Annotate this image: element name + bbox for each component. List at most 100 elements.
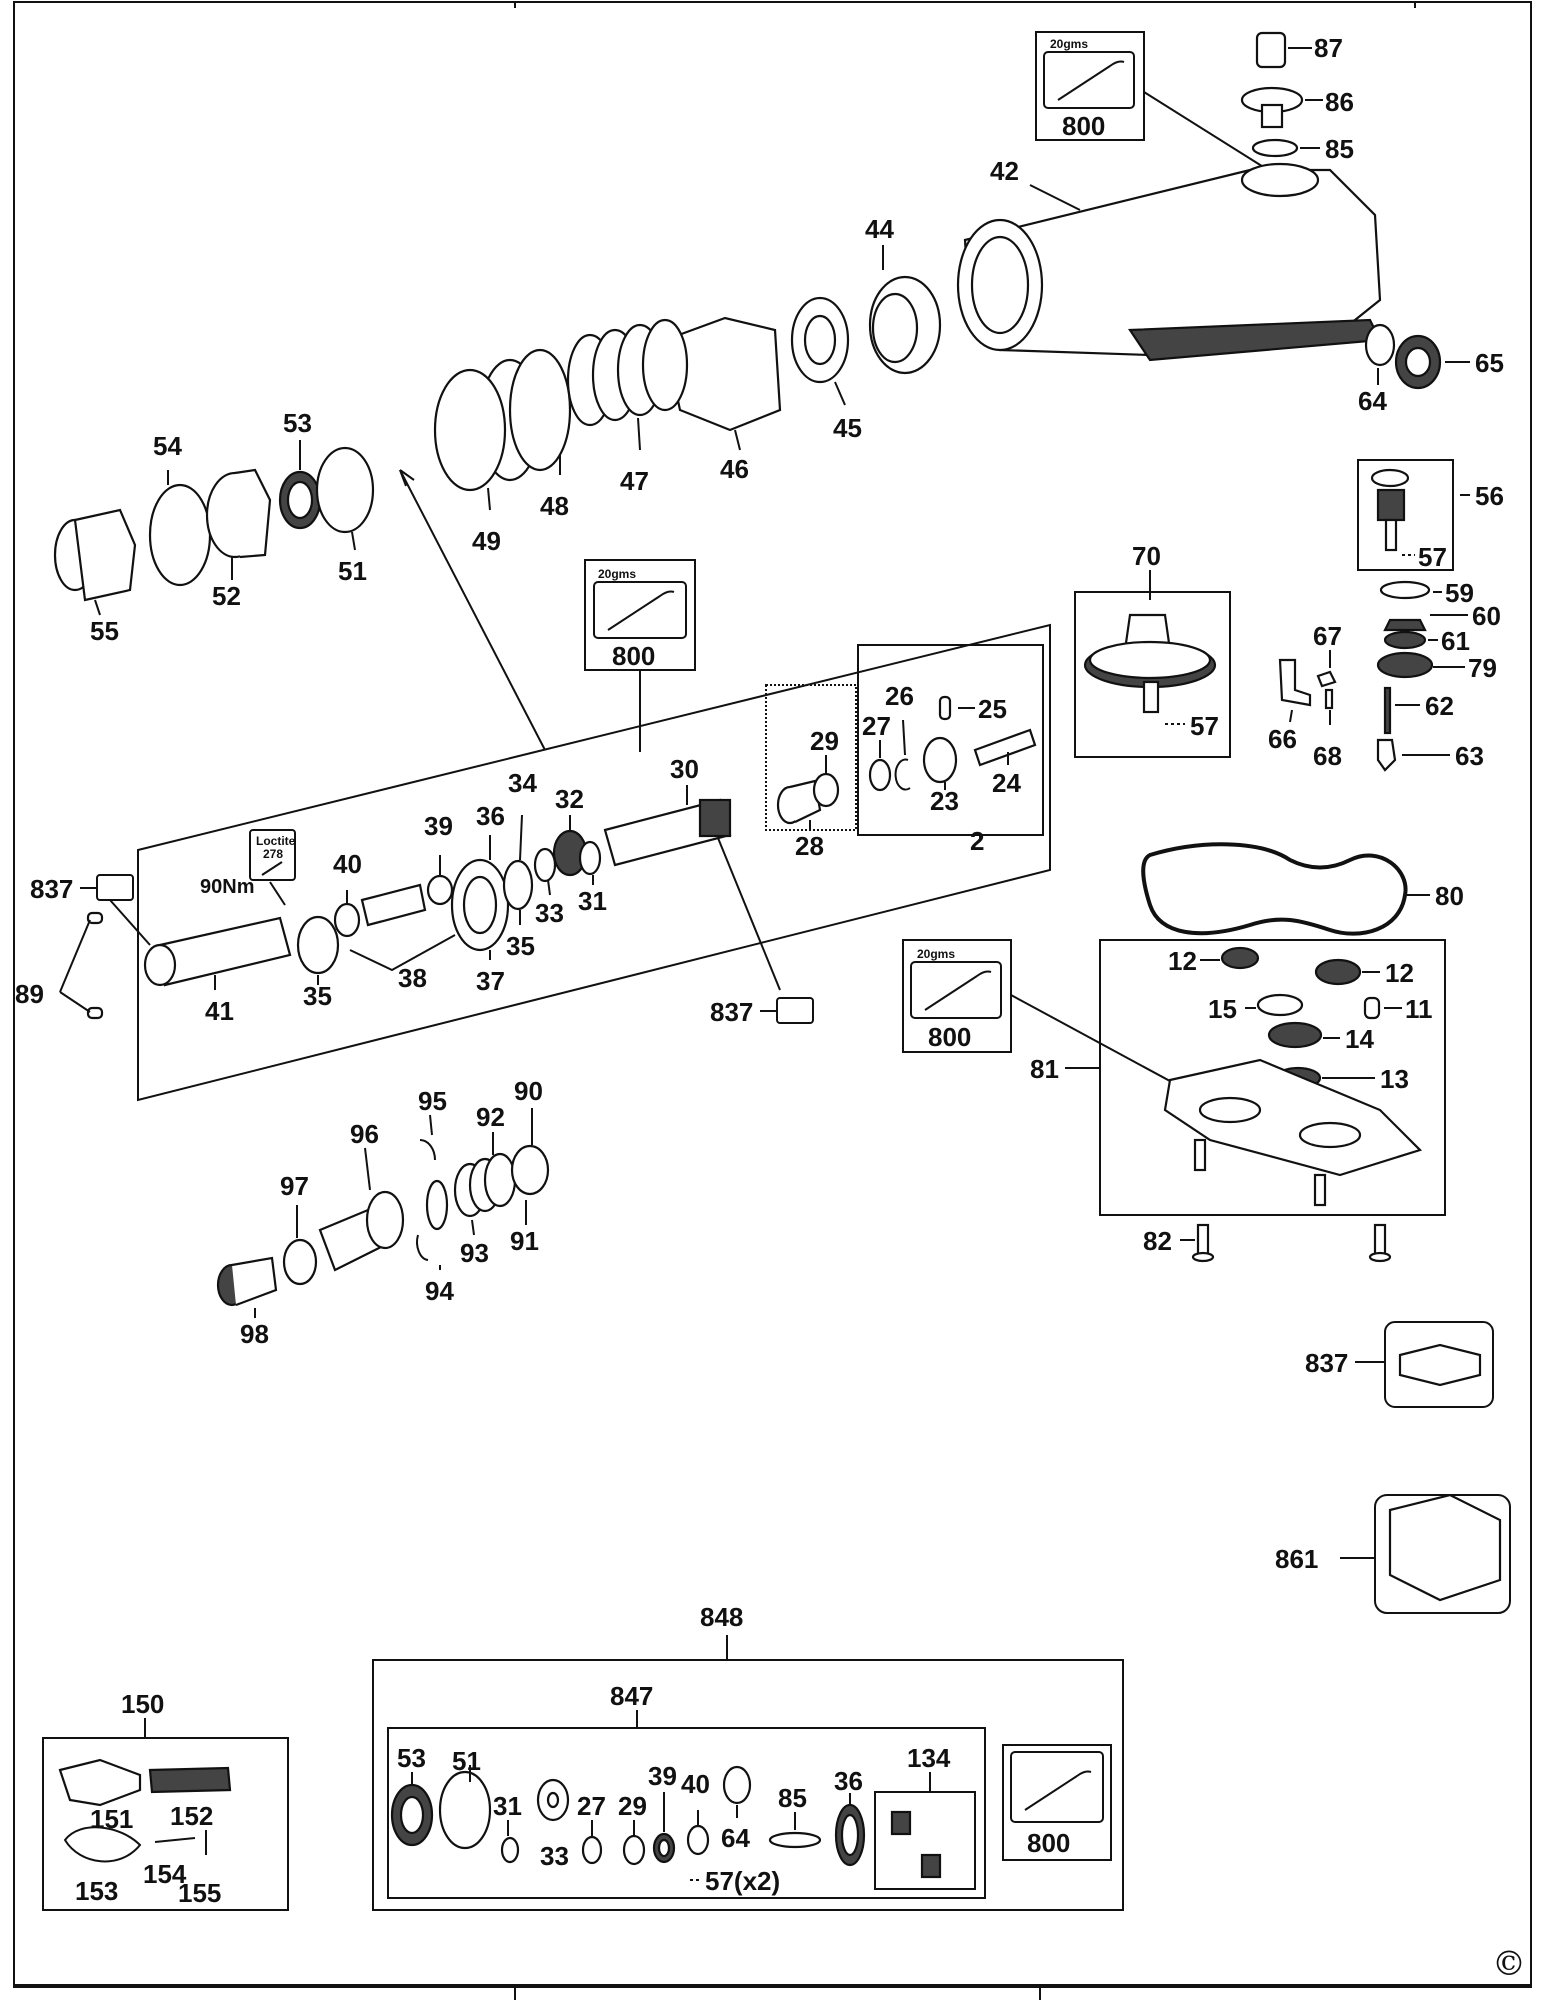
label-37: 37 — [476, 966, 505, 996]
grease-gun-icon — [924, 970, 992, 1011]
clip-66 — [1278, 658, 1312, 707]
kit-label-134: 134 — [907, 1743, 951, 1773]
spindle-assembly-box — [137, 623, 1051, 1102]
label-94: 94 — [425, 1276, 454, 1306]
label-29: 29 — [810, 726, 839, 756]
oring-40 — [333, 902, 361, 938]
kit-oring-29 — [622, 1834, 646, 1866]
pin-62 — [1383, 686, 1392, 735]
label-154: 154 — [143, 1859, 187, 1889]
label-51: 51 — [338, 556, 367, 586]
oring-27 — [868, 758, 892, 792]
label-57a: 57 — [1418, 542, 1447, 572]
label-23: 23 — [930, 786, 959, 816]
label-91: 91 — [510, 1226, 539, 1256]
label-35b: 35 — [506, 931, 535, 961]
label-torque: 90Nm — [200, 876, 254, 898]
ring-49 — [433, 368, 507, 492]
circlip-54 — [148, 483, 212, 587]
screw-68 — [1324, 688, 1334, 710]
label-848: 848 — [700, 1602, 743, 1632]
bolt-154 — [154, 1837, 196, 1843]
pinion-56 — [1370, 468, 1410, 488]
kit-label-40: 40 — [681, 1769, 710, 1799]
label-66: 66 — [1268, 724, 1297, 754]
kit-oring-31 — [500, 1836, 520, 1864]
grease-box-top: 20gms 800 — [1035, 31, 1145, 141]
label-150: 150 — [121, 1689, 164, 1719]
label-28: 28 — [795, 831, 824, 861]
oring-51 — [315, 446, 375, 534]
label-45: 45 — [833, 413, 862, 443]
label-55: 55 — [90, 616, 119, 646]
subassembly-81-box — [1099, 939, 1446, 1216]
label-38: 38 — [398, 963, 427, 993]
circlip-26 — [894, 758, 911, 791]
label-63: 63 — [1455, 741, 1484, 771]
label-49: 49 — [472, 526, 501, 556]
case-861-box — [1374, 1494, 1511, 1614]
label-86: 86 — [1325, 87, 1354, 117]
spring-92 — [453, 1152, 517, 1218]
copyright-mark: © — [1492, 1944, 1526, 1984]
kit-oring-64 — [722, 1765, 752, 1805]
label-81: 81 — [1030, 1054, 1059, 1084]
pin-89a — [86, 911, 104, 925]
cylinder-46 — [663, 316, 782, 432]
kit-oring-40 — [686, 1824, 710, 1856]
lever-63 — [1376, 738, 1397, 772]
gearbox-cover-81 — [1163, 1058, 1423, 1207]
label-82: 82 — [1143, 1226, 1172, 1256]
svg-text:20gms: 20gms — [598, 567, 636, 581]
grease-box-kit: 800 — [1002, 1744, 1112, 1861]
tag-837-right — [1384, 1321, 1494, 1408]
label-85: 85 — [1325, 134, 1354, 164]
label-97: 97 — [280, 1171, 309, 1201]
label-837-left: 837 — [30, 874, 73, 904]
label-30: 30 — [670, 754, 699, 784]
label-68: 68 — [1313, 741, 1342, 771]
label-837-mid: 837 — [710, 997, 753, 1027]
pin-89b — [86, 1006, 104, 1020]
spring-47 — [566, 318, 689, 427]
kit-label-31: 31 — [493, 1791, 522, 1821]
kit-label-57: 57(x2) — [705, 1866, 780, 1896]
clamp-151 — [58, 1758, 142, 1807]
loctite-box: Loctite 278 — [249, 829, 296, 881]
pin-25 — [938, 695, 952, 721]
label-2: 2 — [970, 826, 984, 856]
piston-23 — [922, 736, 958, 784]
bush-12a — [1220, 946, 1260, 970]
label-155: 155 — [178, 1878, 221, 1908]
circlip-59 — [1379, 580, 1431, 600]
subassembly-56-box — [1357, 459, 1454, 571]
label-31: 31 — [578, 886, 607, 916]
clip-94 — [416, 1234, 429, 1261]
grip-152 — [148, 1766, 232, 1794]
gear-79 — [1376, 651, 1434, 679]
gasket-80 — [1141, 842, 1408, 936]
label-57b: 57 — [1190, 711, 1219, 741]
grease-box-middle: 20gms 800 — [584, 559, 696, 671]
label-861: 861 — [1275, 1544, 1318, 1574]
oring-35a — [296, 915, 340, 975]
bearing-14 — [1267, 1021, 1323, 1049]
label-25: 25 — [978, 694, 1007, 724]
kit-label-36: 36 — [834, 1766, 863, 1796]
screw-82a — [1191, 1223, 1215, 1263]
label-44: 44 — [865, 214, 894, 244]
label-152: 152 — [170, 1801, 213, 1831]
circlip-15 — [1256, 993, 1304, 1017]
label-60: 60 — [1472, 601, 1501, 631]
kit-label-53: 53 — [397, 1743, 426, 1773]
oring-85 — [1251, 138, 1299, 158]
label-53: 53 — [283, 408, 312, 438]
tag-837-left — [96, 874, 134, 901]
label-92: 92 — [476, 1102, 505, 1132]
label-153: 153 — [75, 1876, 118, 1906]
pin-11 — [1363, 996, 1381, 1020]
label-62: 62 — [1425, 691, 1454, 721]
label-34: 34 — [508, 768, 537, 798]
label-32: 32 — [555, 784, 584, 814]
label-48: 48 — [540, 491, 569, 521]
